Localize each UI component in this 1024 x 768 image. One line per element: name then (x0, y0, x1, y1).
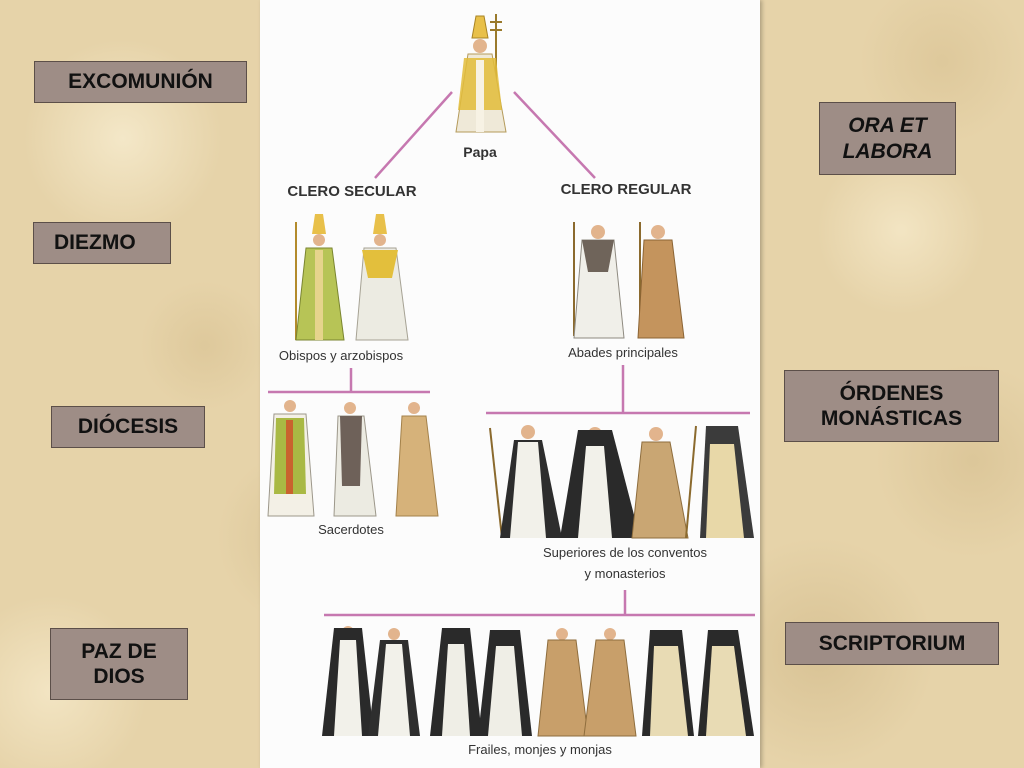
obispos-figures (295, 214, 409, 341)
label-excomunion: EXCOMUNIÓN (34, 61, 247, 103)
sacerdotes-figures (267, 400, 439, 517)
caption-papa: Papa (463, 144, 497, 160)
caption-obispos: Obispos y arzobispos (279, 348, 404, 363)
caption-frailes: Frailes, monjes y monjas (468, 742, 612, 757)
papa-figure (455, 14, 507, 133)
connector-lines (268, 91, 755, 617)
label-scriptorium: SCRIPTORIUM (785, 622, 999, 665)
abades-figures (573, 222, 685, 339)
caption-clero-secular: CLERO SECULAR (287, 183, 416, 200)
hierarchy-svg: Papa CLERO SECULAR CLERO REGULAR Obispos… (267, 14, 755, 757)
label-ora-et-labora: ORA ET LABORA (819, 102, 956, 175)
connector-papa-secular (374, 91, 453, 179)
superiores-figures (489, 425, 754, 539)
caption-superiores-line2: y monasterios (585, 566, 666, 581)
frailes-figures (322, 626, 754, 737)
caption-abades: Abades principales (568, 345, 678, 360)
label-diocesis: DIÓCESIS (51, 406, 205, 448)
label-diezmo: DIEZMO (33, 222, 171, 264)
label-paz-de-dios: PAZ DE DIOS (50, 628, 188, 700)
hierarchy-diagram: Papa CLERO SECULAR CLERO REGULAR Obispos… (260, 0, 760, 768)
caption-superiores-line1: Superiores de los conventos (543, 545, 708, 560)
connector-papa-regular (513, 91, 596, 179)
caption-sacerdotes: Sacerdotes (318, 522, 384, 537)
caption-clero-regular: CLERO REGULAR (561, 181, 692, 198)
label-ordenes-monasticas: ÓRDENES MONÁSTICAS (784, 370, 999, 442)
